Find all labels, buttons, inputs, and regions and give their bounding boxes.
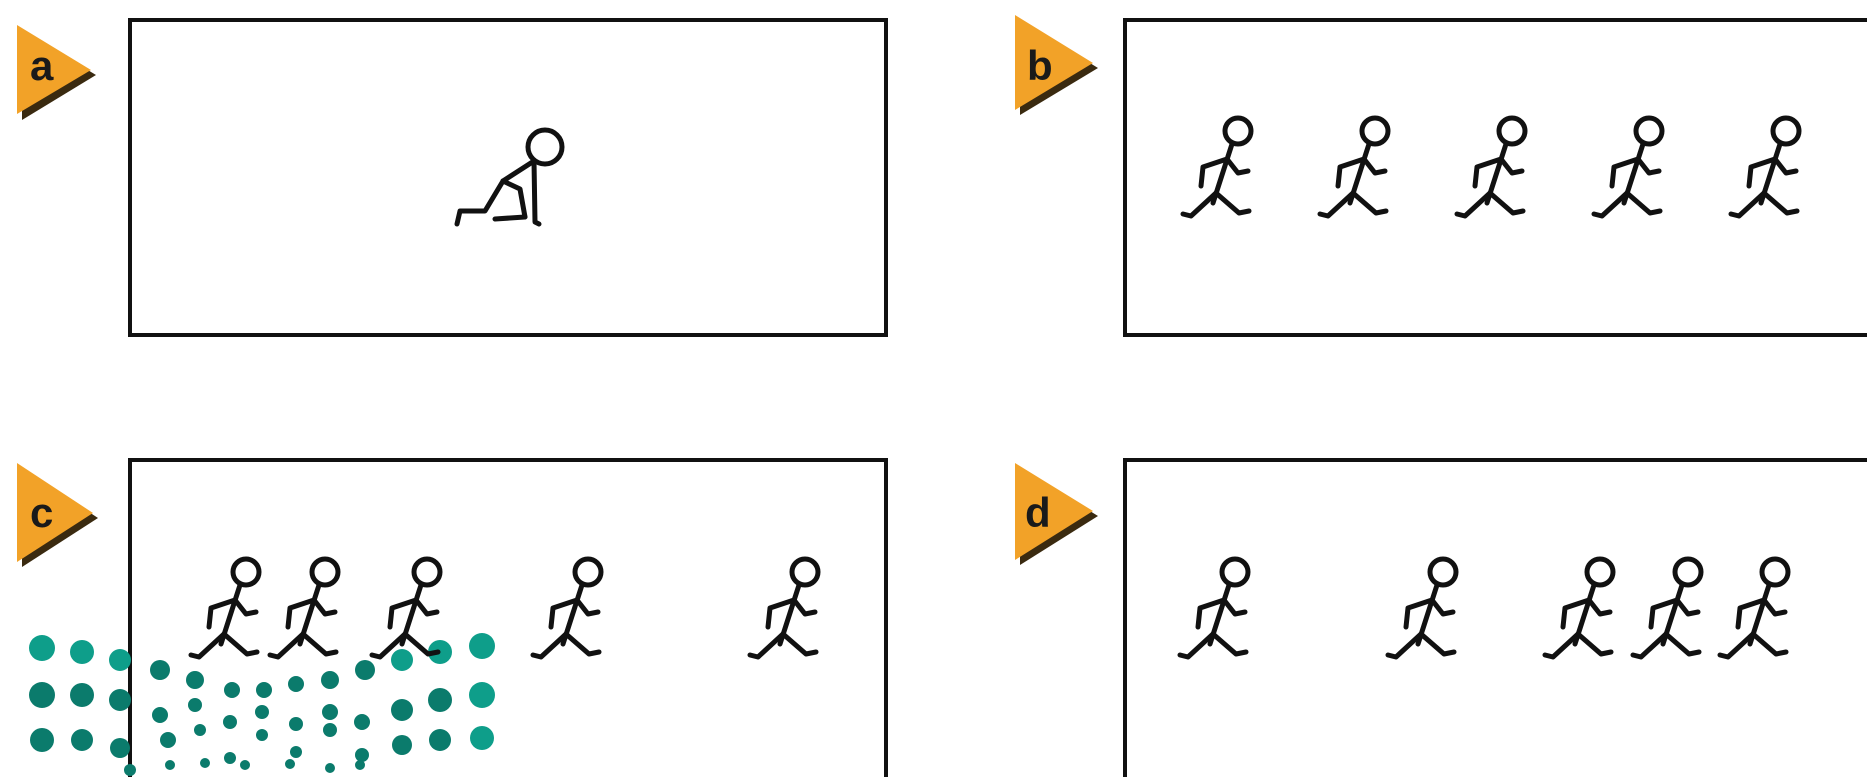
teal-dot [224,752,236,764]
teal-dot [223,715,237,729]
teal-dot [355,760,365,770]
panel-c-frame [130,460,886,777]
panel-b-tag: b [1015,15,1098,115]
panel-a-tag: a [17,25,96,120]
teal-dot [285,759,295,769]
panel-b: b [1015,15,1867,335]
teal-dot [323,723,337,737]
panel-c-tag-shape [17,463,93,562]
teal-dot [224,682,240,698]
teal-dot [469,682,495,708]
teal-dot [255,705,269,719]
panel-d: d [1015,460,1867,777]
teal-dot [240,760,250,770]
teal-dot [288,676,304,692]
panel-c: c [17,460,886,777]
teal-dot [29,635,55,661]
panel-a: a [17,20,886,335]
teal-dot [392,735,412,755]
teal-dot [70,683,94,707]
teal-dot [70,640,94,664]
teal-dot [391,699,413,721]
teal-dot [109,689,131,711]
teal-dot [325,763,335,773]
panel-a-tag-shape [17,25,91,114]
teal-dot [150,660,170,680]
teal-dot [354,714,370,730]
teal-dot [256,682,272,698]
panel-c-label: c [30,489,53,536]
teal-dot [322,704,338,720]
teal-dot [186,671,204,689]
teal-dot [188,698,202,712]
teal-dot [165,760,175,770]
teal-dot [110,738,130,758]
teal-dot [256,729,268,741]
teal-dot [152,707,168,723]
teal-dot [391,649,413,671]
teal-dot [470,726,494,750]
teal-dot [71,729,93,751]
teal-dot [355,748,369,762]
panel-d-label: d [1025,489,1051,536]
panel-a-label: a [30,42,54,89]
teal-dot [355,660,375,680]
teal-dot [321,671,339,689]
teal-dot [194,724,206,736]
teal-dot [289,717,303,731]
teal-dot [160,732,176,748]
teal-dot [428,688,452,712]
teal-dot [469,633,495,659]
teal-dot [429,729,451,751]
teal-dot [30,728,54,752]
panel-d-tag: d [1015,463,1098,565]
teal-dot [109,649,131,671]
teal-dot [200,758,210,768]
panel-b-label: b [1027,42,1053,89]
panel-c-tag: c [17,463,98,567]
teal-dot [290,746,302,758]
teal-dot [29,682,55,708]
teal-dot [124,764,136,776]
